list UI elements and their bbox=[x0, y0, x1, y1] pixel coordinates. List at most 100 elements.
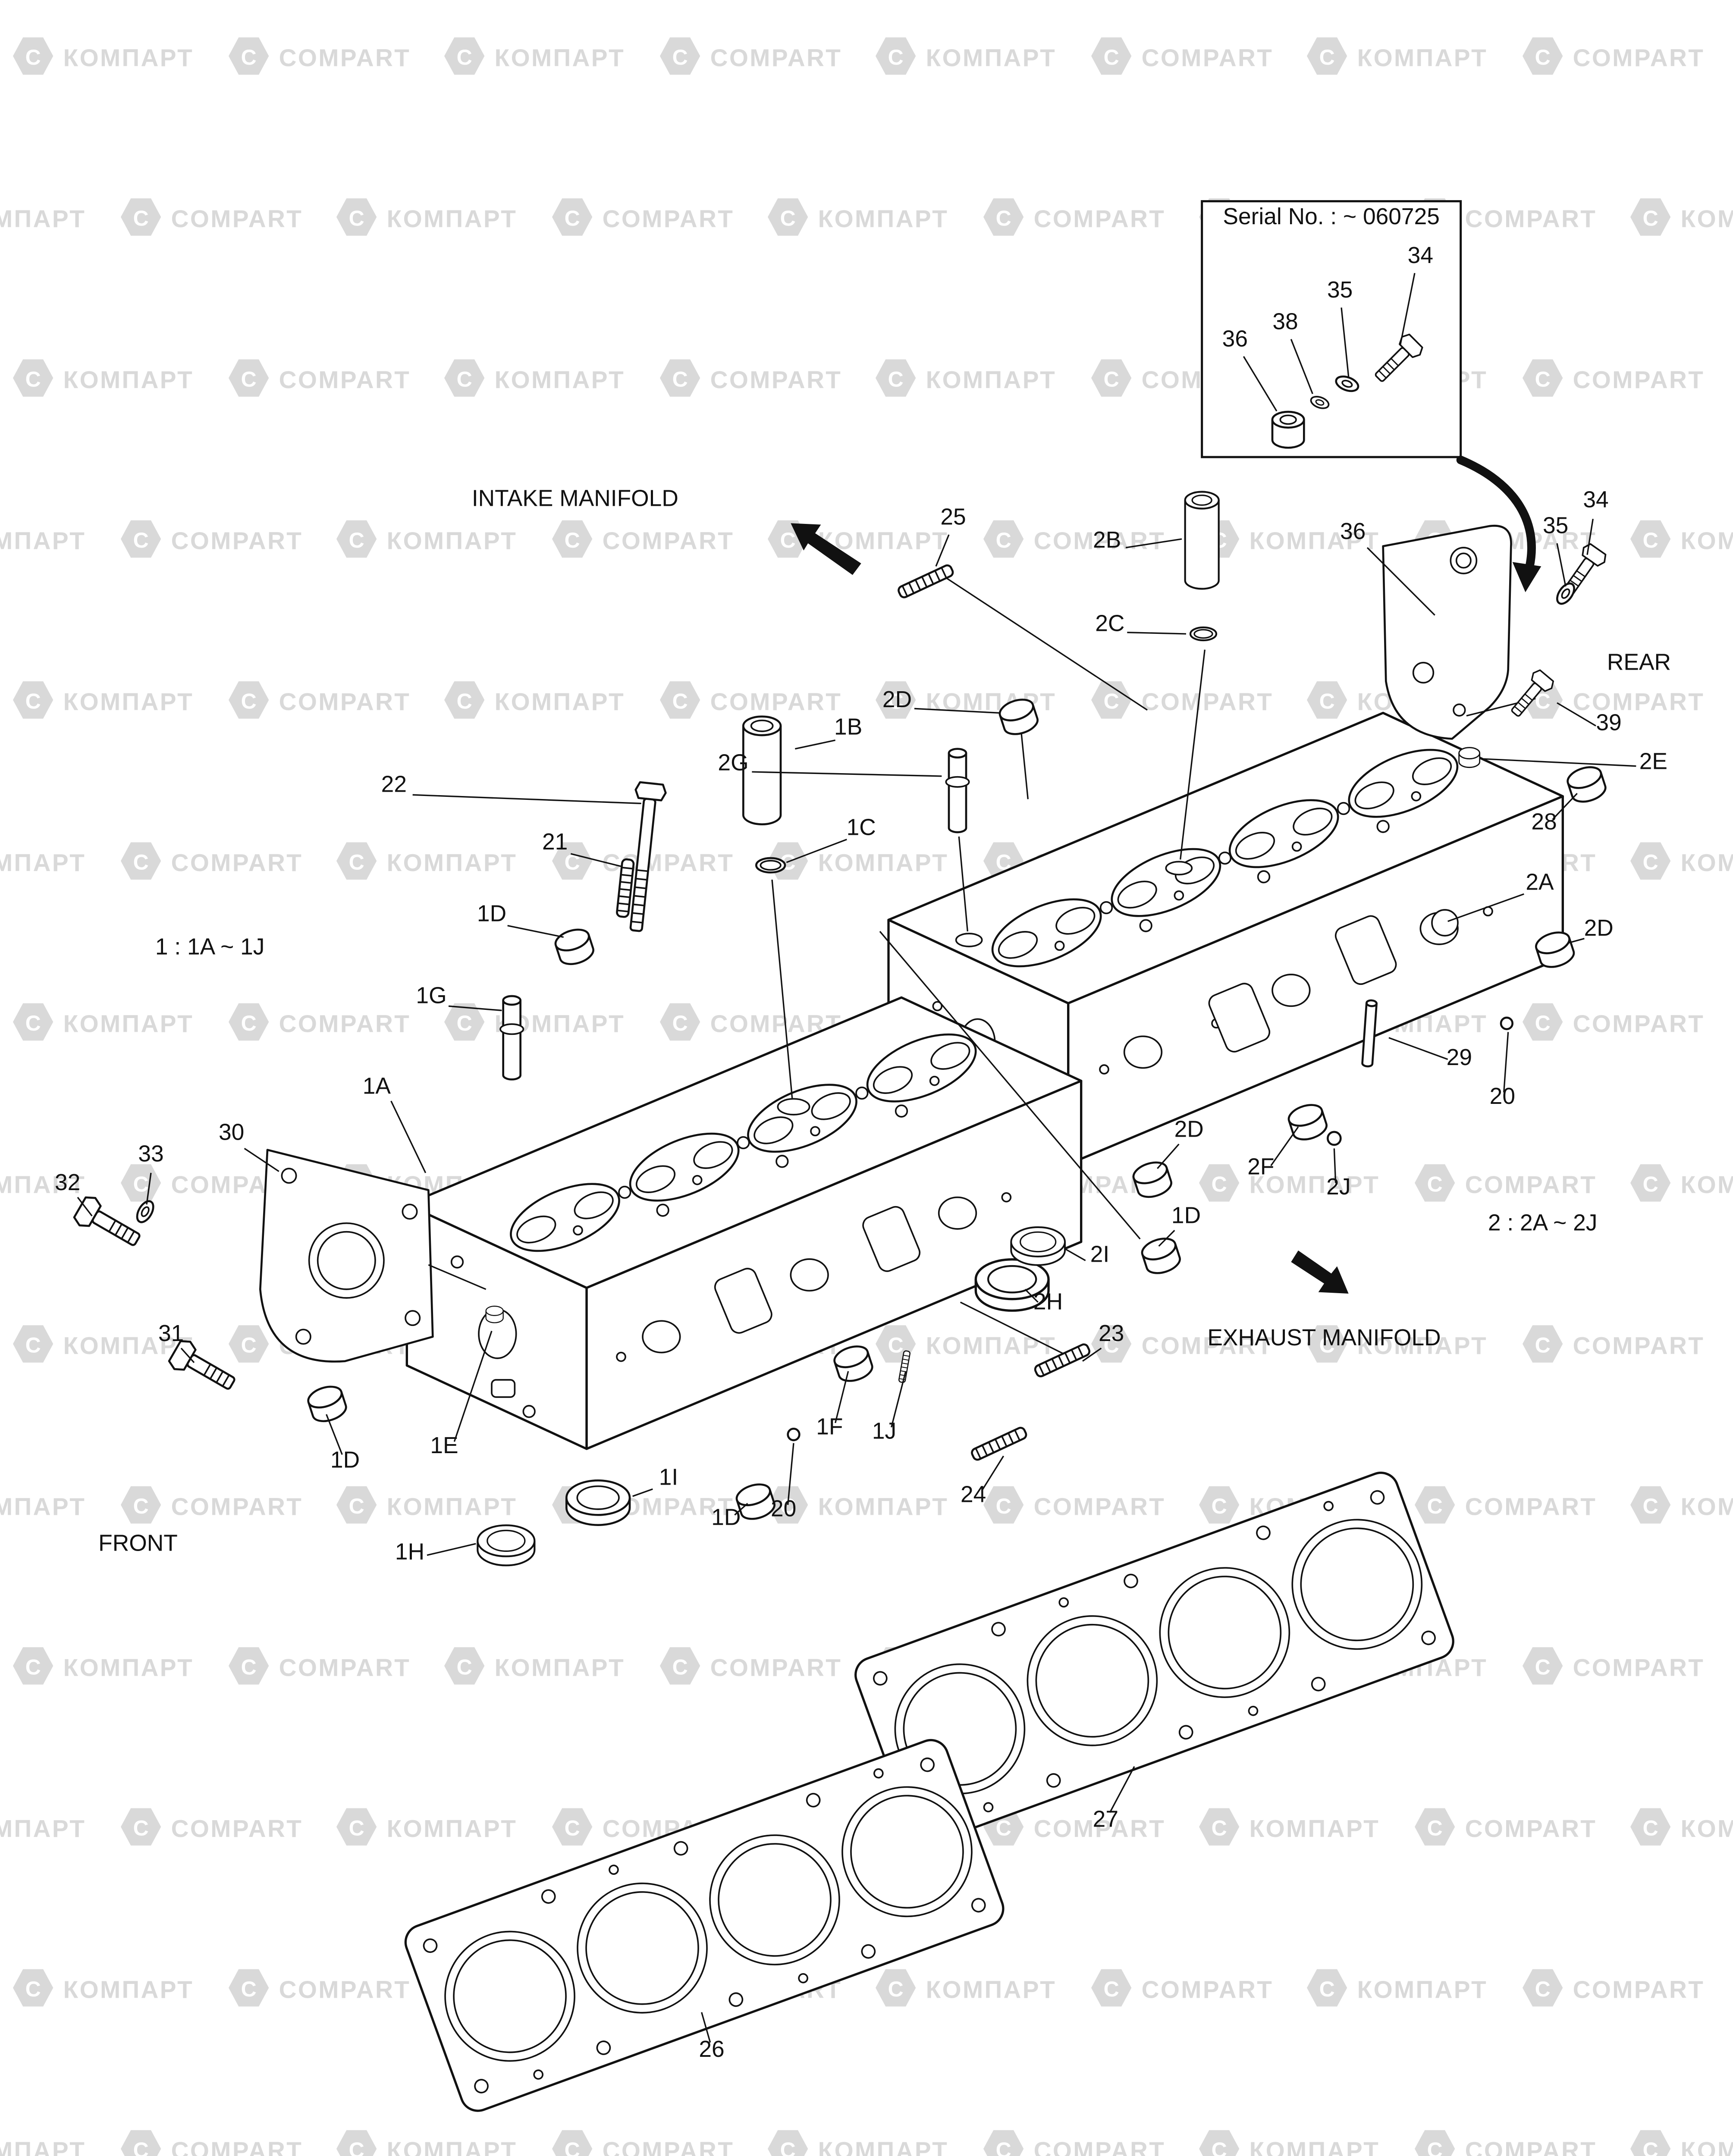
leader-line-1d bbox=[326, 1414, 343, 1455]
label-exhaust-manifold: EXHAUST MANIFOLD bbox=[1207, 1325, 1441, 1351]
serial-number-box bbox=[1201, 200, 1462, 458]
seal-1h bbox=[477, 1525, 534, 1565]
callout-20: 20 bbox=[1490, 1084, 1515, 1109]
leader-line-2g bbox=[752, 771, 942, 777]
seal-2i bbox=[1010, 1226, 1066, 1266]
callout-33: 33 bbox=[138, 1141, 163, 1166]
exhaust-direction-arrow-icon bbox=[1291, 1250, 1349, 1294]
callout-1c: 1C bbox=[847, 815, 876, 840]
leader-line-1d bbox=[1158, 1230, 1175, 1247]
callout-1d: 1D bbox=[711, 1505, 741, 1530]
callout-29: 29 bbox=[1447, 1045, 1472, 1070]
label-front: FRONT bbox=[98, 1531, 178, 1556]
leader-line-34 bbox=[1400, 273, 1416, 345]
callout-35: 35 bbox=[1327, 277, 1353, 303]
ring-2c bbox=[1190, 627, 1216, 640]
label-2-2a-2j: 2 : 2A ~ 2J bbox=[1488, 1210, 1598, 1235]
callout-24: 24 bbox=[961, 1482, 986, 1507]
leader-line-23 bbox=[1082, 1348, 1102, 1362]
leader-line-1g bbox=[448, 1005, 502, 1011]
leader-line-2d bbox=[914, 708, 999, 714]
callout-2j: 2J bbox=[1326, 1174, 1350, 1200]
callout-1e: 1E bbox=[430, 1433, 458, 1458]
callout-1h: 1H bbox=[395, 1539, 424, 1565]
callout-1j: 1J bbox=[872, 1419, 896, 1444]
ring-1c bbox=[756, 858, 785, 872]
leader-line-1d bbox=[507, 925, 564, 938]
label-rear: REAR bbox=[1607, 649, 1671, 675]
callout-21: 21 bbox=[542, 829, 568, 855]
callout-2g: 2G bbox=[718, 750, 748, 776]
leader-line-2h bbox=[1024, 1288, 1039, 1303]
leader-line-31 bbox=[180, 1348, 195, 1363]
intake-port bbox=[938, 1196, 977, 1230]
callout-1d: 1D bbox=[330, 1447, 360, 1473]
callout-20: 20 bbox=[771, 1496, 796, 1522]
valve-head bbox=[955, 933, 983, 947]
front-plate-30 bbox=[259, 1149, 434, 1363]
callout-25: 25 bbox=[940, 505, 966, 530]
serial-swoosh-arrow-icon bbox=[1456, 455, 1541, 592]
valve-head bbox=[1165, 861, 1193, 876]
leader-line-24 bbox=[981, 1455, 1005, 1491]
callout-31: 31 bbox=[158, 1321, 184, 1346]
leader-line-1h bbox=[427, 1543, 476, 1556]
leader-line-38 bbox=[1290, 339, 1313, 394]
callout-2c: 2C bbox=[1095, 611, 1124, 636]
leader-line-2d bbox=[1157, 1144, 1180, 1169]
leader-line-33 bbox=[146, 1172, 152, 1205]
leader-line-2b bbox=[1125, 538, 1182, 548]
leader-line-1j bbox=[891, 1371, 907, 1428]
leader-line-21 bbox=[570, 853, 623, 868]
leader-line-32 bbox=[77, 1197, 93, 1217]
leader-line-1d bbox=[734, 1503, 748, 1516]
callout-32: 32 bbox=[55, 1170, 80, 1195]
leader-line-36 bbox=[1366, 547, 1435, 616]
leader-line-2e bbox=[1483, 758, 1636, 767]
leader-line-2i bbox=[1065, 1248, 1086, 1261]
leader-line-36 bbox=[1243, 356, 1278, 412]
callout-36: 36 bbox=[1340, 519, 1366, 544]
leader-line-1i bbox=[632, 1488, 653, 1497]
leader-line-28 bbox=[1552, 793, 1578, 820]
leader-line-2c bbox=[1127, 632, 1187, 635]
callout-1f: 1F bbox=[816, 1414, 843, 1440]
callout-2h: 2H bbox=[1033, 1289, 1063, 1315]
leader-line-34 bbox=[1586, 519, 1594, 555]
callout-2d: 2D bbox=[882, 687, 912, 712]
callout-2d: 2D bbox=[1174, 1117, 1204, 1142]
leader-line-25 bbox=[935, 534, 950, 567]
leader-line-27 bbox=[1109, 1766, 1135, 1813]
callout-1i: 1I bbox=[659, 1464, 678, 1490]
leader-line-20 bbox=[787, 1443, 794, 1505]
callout-2b: 2B bbox=[1093, 527, 1121, 553]
leader-line-1a bbox=[390, 1100, 427, 1173]
callout-38: 38 bbox=[1272, 309, 1298, 334]
leader-line-20 bbox=[1503, 1032, 1509, 1093]
leader-line-26 bbox=[701, 2012, 711, 2043]
hardware-parts bbox=[72, 492, 1609, 1566]
callout-23: 23 bbox=[1099, 1321, 1124, 1346]
seal-1i bbox=[566, 1480, 630, 1525]
valve-head bbox=[777, 1098, 810, 1116]
ball-20 bbox=[1500, 1016, 1513, 1031]
callout-28: 28 bbox=[1531, 809, 1557, 834]
intake-port bbox=[642, 1320, 681, 1354]
callout-1a: 1A bbox=[363, 1074, 391, 1099]
callout-2e: 2E bbox=[1639, 749, 1667, 774]
callout-1d: 1D bbox=[1171, 1203, 1201, 1228]
tappet-2b bbox=[1185, 492, 1219, 589]
exhaust-port bbox=[1123, 1035, 1163, 1069]
callout-35: 35 bbox=[1543, 513, 1568, 539]
callout-27: 27 bbox=[1093, 1807, 1118, 1832]
leader-line-2j bbox=[1333, 1148, 1337, 1183]
leader-line-39 bbox=[1557, 702, 1596, 727]
plug-1e bbox=[485, 1306, 504, 1323]
leader-line-1b bbox=[794, 740, 836, 750]
intake-direction-arrow-icon bbox=[791, 523, 861, 575]
callout-2i: 2I bbox=[1090, 1242, 1109, 1267]
leader-line-30 bbox=[244, 1147, 279, 1172]
callout-39: 39 bbox=[1596, 710, 1621, 735]
valve-guide-1g bbox=[500, 996, 523, 1079]
callout-2a: 2A bbox=[1526, 869, 1554, 895]
